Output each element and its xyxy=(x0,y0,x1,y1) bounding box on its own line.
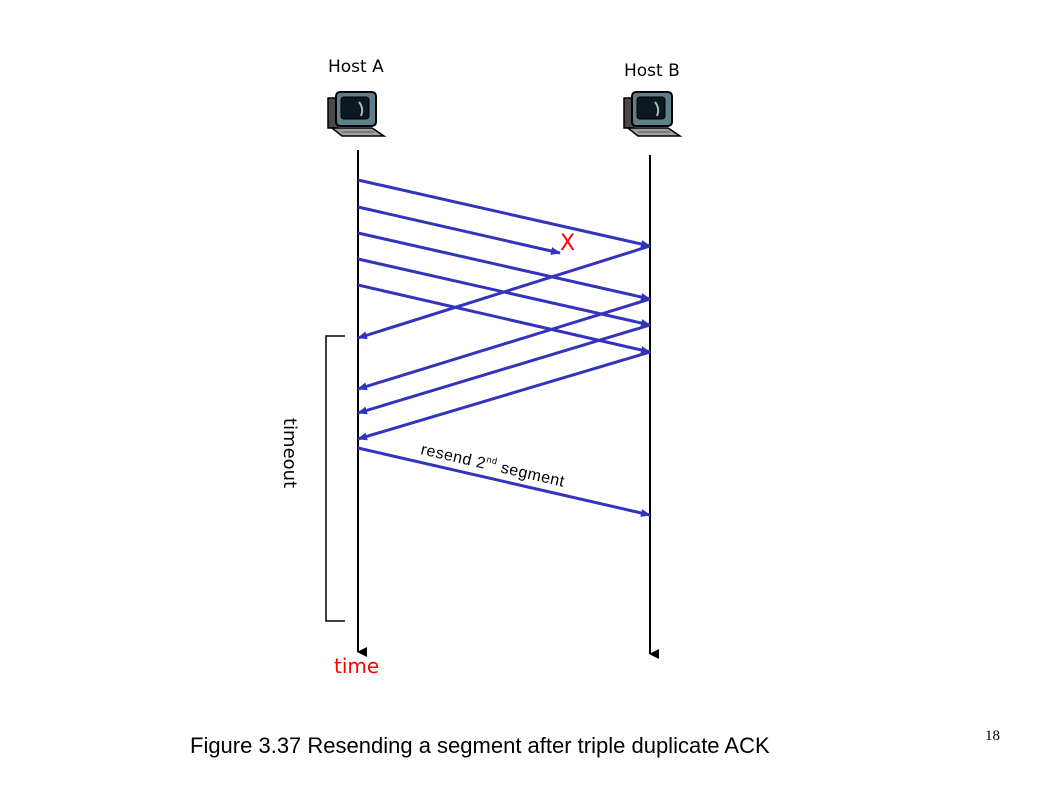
time-axis-label: time xyxy=(334,654,379,678)
timeout-label: timeout xyxy=(279,418,300,488)
timeout-bracket xyxy=(325,335,345,622)
resend-label-prefix: resend 2 xyxy=(419,441,487,472)
duplicate-ack-1-arrow xyxy=(357,297,651,391)
resend-label: resend 2nd segment xyxy=(419,439,567,490)
figure-caption: Figure 3.37 Resending a segment after tr… xyxy=(190,733,770,758)
host-a-computer-icon xyxy=(327,91,387,137)
segment-3-arrow xyxy=(357,231,651,301)
lost-segment-marker: X xyxy=(560,231,575,256)
host-a-label: Host A xyxy=(328,57,384,77)
resend-label-superscript: nd xyxy=(486,454,499,466)
resend-label-suffix: segment xyxy=(494,459,566,491)
segment-5-arrow xyxy=(357,283,651,354)
segment-1-arrow xyxy=(357,178,651,248)
segment-2-lost-arrow xyxy=(357,205,561,255)
duplicate-ack-2-arrow xyxy=(357,323,651,415)
host-b-label: Host B xyxy=(624,61,680,81)
host-b-computer-icon xyxy=(623,91,683,137)
resend-segment-arrow xyxy=(357,446,651,517)
page-number: 18 xyxy=(985,728,1000,744)
ack-1-arrow xyxy=(357,244,651,340)
duplicate-ack-3-arrow xyxy=(357,350,651,441)
